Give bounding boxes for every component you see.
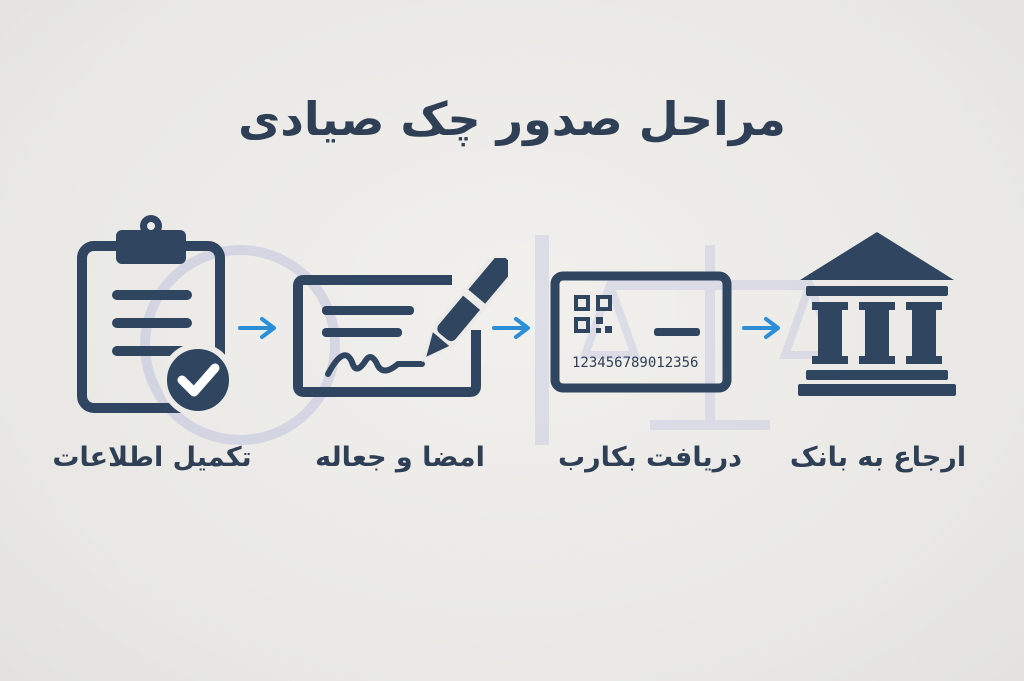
arrow-icon — [238, 317, 276, 339]
step-label-receive: دریافت بکارب — [558, 442, 742, 473]
step-label-fill-info: تکمیل اطلاعات — [52, 442, 252, 473]
arrow-icon — [492, 317, 530, 339]
check-pen-signature-icon — [293, 258, 508, 397]
card-number: 123456789012356 — [572, 355, 698, 371]
diagram-title: مراحل صدور چک صیادی — [238, 92, 786, 146]
step-label-sign: امضا و جعاله — [315, 442, 485, 473]
clipboard-check-icon — [77, 215, 234, 417]
arrow-icon — [742, 317, 780, 339]
bank-building-icon — [798, 232, 956, 396]
qr-card-icon: 123456789012356 — [550, 271, 732, 393]
step-label-bank: ارجاع به بانک — [789, 442, 967, 473]
